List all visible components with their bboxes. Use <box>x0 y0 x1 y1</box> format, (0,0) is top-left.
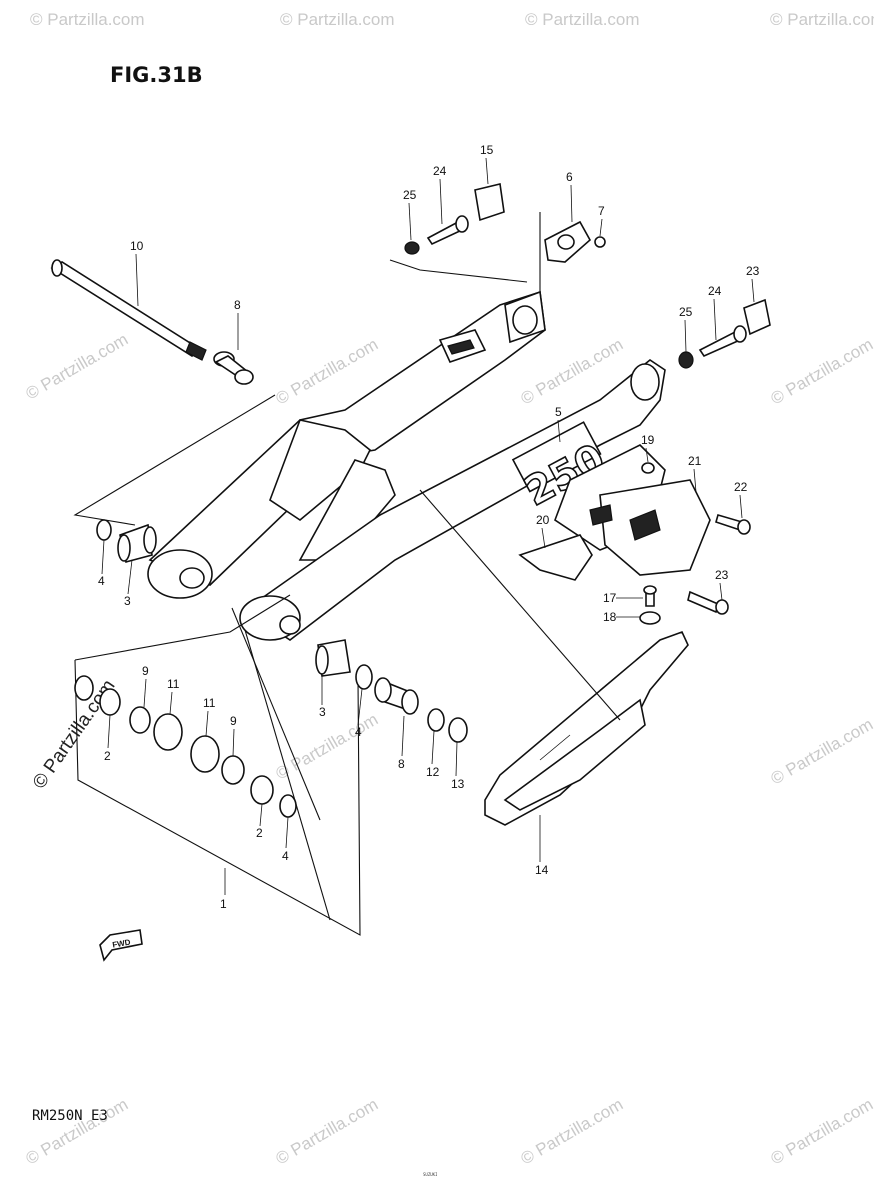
callout-17: 19 <box>641 433 655 447</box>
callout-leaders <box>101 157 755 895</box>
callout-21: 23 <box>715 568 729 582</box>
callout-25: 25 <box>403 188 417 202</box>
callout-5: 5 <box>555 405 562 419</box>
callout-24-right: 24 <box>708 284 722 298</box>
callout-4-right: 4 <box>355 725 362 739</box>
callout-8: 8 <box>234 298 241 312</box>
callout-25-right: 25 <box>679 305 693 319</box>
callout-2-right: 2 <box>256 826 263 840</box>
chain-slider <box>484 630 689 826</box>
watermark: © Partzilla.com <box>768 1095 874 1169</box>
callout-12: 12 <box>426 765 440 779</box>
watermark: © Partzilla.com <box>30 10 145 29</box>
callout-4-upper: 4 <box>98 574 105 588</box>
watermark: © Partzilla.com <box>768 335 874 409</box>
callout-13: 13 <box>451 777 465 791</box>
callout-9-upper: 9 <box>142 664 149 678</box>
lower-group-leaders <box>74 489 621 936</box>
bushing-set-right <box>315 639 468 743</box>
callout-24: 24 <box>433 164 447 178</box>
watermark: © Partzilla.com <box>518 1095 627 1169</box>
callout-22: 15 <box>480 143 494 157</box>
watermark: © Partzilla.com <box>273 710 382 784</box>
footer-text: SUZUKI <box>423 1172 438 1177</box>
callout-8-lower: 8 <box>398 757 405 771</box>
callout-4-lower: 4 <box>282 849 289 863</box>
callout-14: 14 <box>535 863 549 877</box>
bushing-set-left <box>74 519 297 818</box>
callout-18: 20 <box>536 513 550 527</box>
callout-2-left: 2 <box>104 749 111 763</box>
watermark: © Partzilla.com <box>23 330 132 404</box>
chain-guard-plates <box>554 444 711 576</box>
callout-3-upper: 3 <box>124 594 131 608</box>
callout-1: 1 <box>220 897 227 911</box>
watermark: © Partzilla.com <box>273 1095 382 1169</box>
fwd-label: FWD <box>112 938 132 950</box>
callout-9-lower: 9 <box>230 714 237 728</box>
pivot-axle <box>50 259 207 361</box>
callout-16: 18 <box>603 610 617 624</box>
callout-7: 7 <box>598 204 605 218</box>
pivot-sleeve <box>213 351 254 385</box>
watermark: © Partzilla.com <box>525 10 640 29</box>
callout-23: 23 <box>746 264 760 278</box>
figure-title: FIG.31B <box>110 63 203 87</box>
callout-3-lower: 3 <box>319 705 326 719</box>
chain-guide-bracket <box>518 534 593 581</box>
callout-11-lower: 11 <box>203 696 216 710</box>
watermark: © Partzilla.com <box>770 10 874 29</box>
swingarm: 250 <box>147 290 666 641</box>
watermark-layer: © Partzilla.com © Partzilla.com © Partzi… <box>23 10 874 1168</box>
callout-19: 21 <box>688 454 702 468</box>
callout-10: 10 <box>130 239 144 253</box>
callout-6: 6 <box>566 170 573 184</box>
callout-15: 17 <box>603 591 617 605</box>
callout-11-upper: 11 <box>167 677 180 691</box>
leader-upper-left <box>73 394 276 526</box>
callout-20: 22 <box>734 480 748 494</box>
callout-labels: 15 24 25 6 7 10 8 23 24 25 5 19 21 22 20… <box>98 143 760 911</box>
watermark: © Partzilla.com <box>768 715 874 789</box>
watermark: © Partzilla.com <box>23 1095 132 1169</box>
fwd-arrow-icon: FWD <box>99 929 143 962</box>
watermark: © Partzilla.com <box>280 10 395 29</box>
model-label: RM250N E3 <box>32 1108 108 1124</box>
swingarm-250-marking <box>511 421 602 493</box>
